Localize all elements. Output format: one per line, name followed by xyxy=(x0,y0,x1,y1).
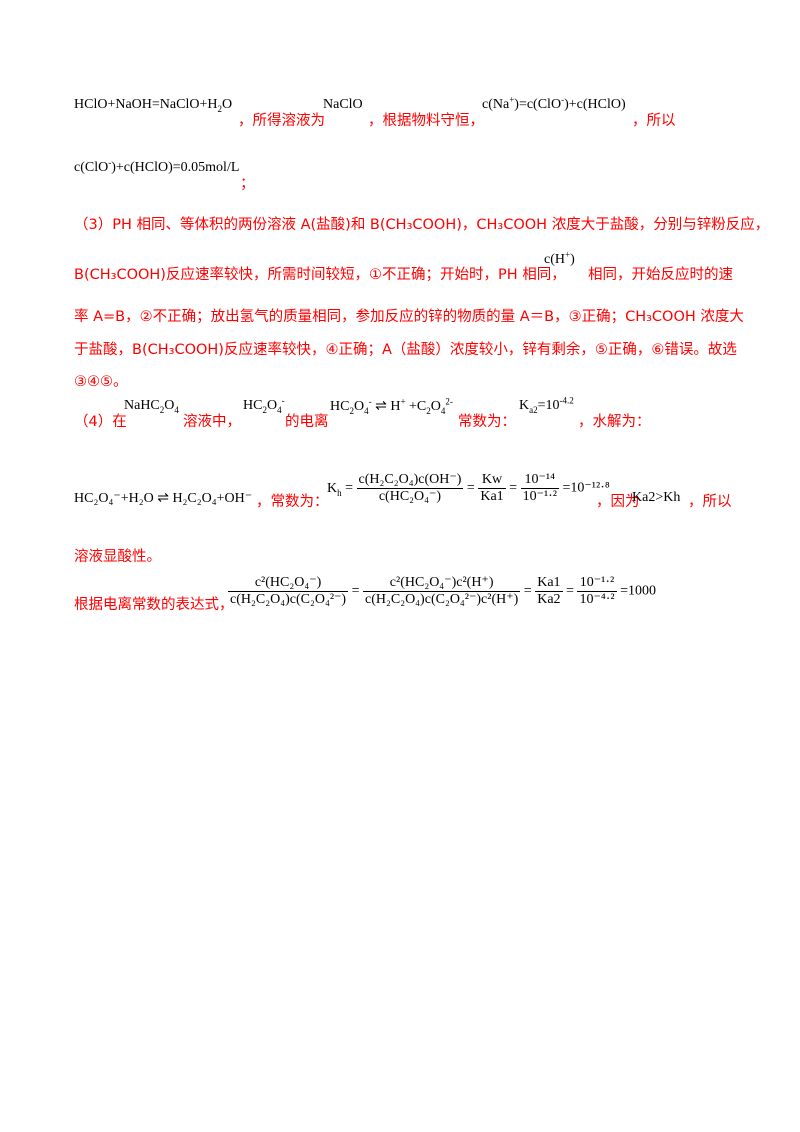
hydrogen-ion-conc: c(H+) xyxy=(544,249,575,267)
part3-line2a: B(CH₃COOH)反应速率较快，所需时间较短，①不正确；开始时，PH 相同， xyxy=(74,267,566,283)
ka2-value: Ka2=10-4.2 xyxy=(519,395,574,415)
text-mass-conservation: ，根据物料守恒， xyxy=(368,113,484,129)
part3-line1: （3）PH 相同、等体积的两份溶液 A(盐酸)和 B(CH₃COOH)，CH₃C… xyxy=(74,217,770,233)
nahc2o4-formula: NaHC2O4 xyxy=(124,398,179,415)
hydrolysis-equation: HC₂O₄⁻+H₂O ⇌ H₂C₂O₄+OH⁻ xyxy=(74,491,253,506)
text-so: ，所以 xyxy=(688,494,732,510)
text-acidic: 溶液显酸性。 xyxy=(74,549,161,565)
part3-line3: 率 A=B，②不正确；放出氢气的质量相同，参加反应的锌的物质的量 A＝B，③正确… xyxy=(74,309,744,325)
part4-intro: （4）在 xyxy=(74,414,127,430)
kh-fraction-1: c(H₂C₂O₄)c(OH⁻) c(HC₂O₄⁻) xyxy=(356,472,464,504)
text-ionization: 的电离 xyxy=(285,414,329,430)
kh-fraction-2: Kw Ka1 xyxy=(478,472,506,504)
semicolon: ； xyxy=(240,176,255,192)
text-by-expression: 根据电离常数的表达式， xyxy=(74,597,234,613)
text-in-solution: 溶液中， xyxy=(183,414,241,430)
text-because: ，因为 xyxy=(596,494,640,510)
ionization-equation: HC2O4- ⇌ H+ +C2O42- xyxy=(330,396,453,416)
naclo-label: NaClO xyxy=(323,97,363,112)
text-hydrolysis-constant: ，常数为： xyxy=(256,494,329,510)
ratio-expression: c²(HC₂O₄⁻) c(H₂C₂O₄)c(C₂O₄²⁻) = c²(HC₂O₄… xyxy=(228,575,656,607)
reaction-equation: HClO+NaOH=NaClO+H2O xyxy=(74,97,233,114)
kh-fraction-3: 10⁻¹⁴ 10⁻¹·² xyxy=(520,472,560,504)
ratio-fraction-1: c²(HC₂O₄⁻) c(H₂C₂O₄)c(C₂O₄²⁻) xyxy=(228,575,349,607)
part3-line5: ③④⑤。 xyxy=(74,374,128,390)
text-therefore: ，所以 xyxy=(632,113,676,129)
concentration-sum: c(ClO-)+c(HClO)=0.05mol/L xyxy=(74,157,240,175)
part3-line2b: 相同，开始反应时的速 xyxy=(588,267,733,283)
hc2o4-ion: HC2O4- xyxy=(243,395,285,415)
kh-expression: Kh = c(H₂C₂O₄)c(OH⁻) c(HC₂O₄⁻) = Kw Ka1 … xyxy=(327,472,610,504)
ka2-kh-comparison: Ka2>Kh xyxy=(632,490,681,505)
ratio-fraction-3: Ka1 Ka2 xyxy=(535,575,563,607)
kh-symbol: Kh xyxy=(327,480,342,498)
conservation-equation: c(Na+)=c(ClO-)+c(HClO) xyxy=(482,94,626,112)
part3-line4: 于盐酸，B(CH₃COOH)反应速率较快，④正确；A（盐酸）浓度较小，锌有剩余，… xyxy=(74,342,737,358)
ratio-fraction-4: 10⁻¹·² 10⁻⁴·² xyxy=(577,575,617,607)
text-constant-is: 常数为： xyxy=(458,414,516,430)
text-solution-is: ，所得溶液为 xyxy=(238,113,325,129)
text-hydrolysis: ，水解为： xyxy=(578,414,651,430)
ratio-fraction-2: c²(HC₂O₄⁻)c²(H⁺) c(H₂C₂O₄)c(C₂O₄²⁻)c²(H⁺… xyxy=(362,575,521,607)
